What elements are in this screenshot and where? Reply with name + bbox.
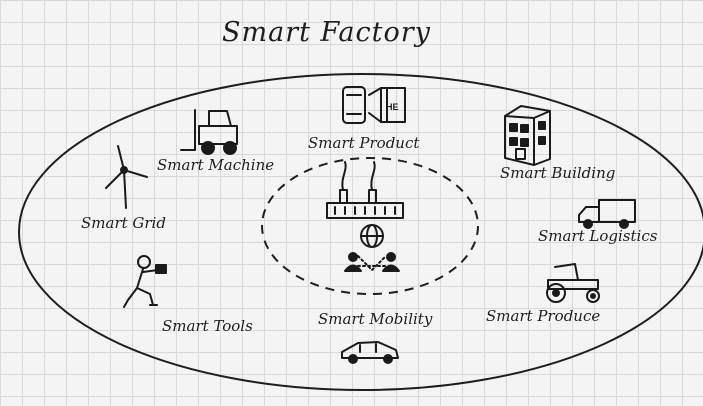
box-label: HE <box>386 102 399 112</box>
diagram-title: Smart Factory <box>222 17 431 48</box>
truck-icon <box>578 199 636 229</box>
worker-with-tool-icon <box>123 255 167 308</box>
factory-globe-people-icon <box>326 161 404 272</box>
label-smart-machine: Smart Machine <box>157 156 275 174</box>
label-smart-building: Smart Building <box>500 164 616 182</box>
outer-ellipse <box>18 73 703 391</box>
label-smart-grid: Smart Grid <box>81 214 166 232</box>
label-smart-mobility: Smart Mobility <box>318 310 433 328</box>
phone-and-box-icon <box>342 86 406 124</box>
label-smart-tools: Smart Tools <box>162 317 253 335</box>
label-smart-produce: Smart Produce <box>486 307 601 325</box>
label-smart-logistics: Smart Logistics <box>538 227 658 245</box>
inner-dashed-ellipse <box>261 157 479 295</box>
building-icon <box>504 105 551 166</box>
car-icon <box>341 341 399 364</box>
tractor-icon <box>546 263 600 303</box>
forklift-icon <box>180 109 238 155</box>
wind-turbine-icon <box>105 145 148 209</box>
label-smart-product: Smart Product <box>308 134 420 152</box>
